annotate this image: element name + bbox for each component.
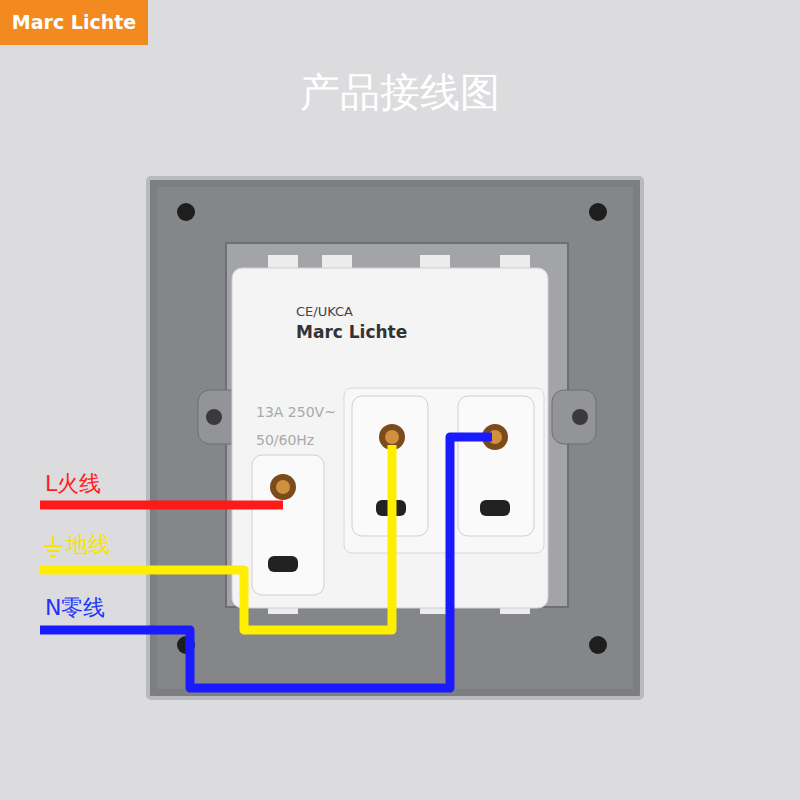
screw-slot <box>480 500 510 516</box>
terminal-block <box>458 396 534 536</box>
screw-slot <box>268 556 298 572</box>
tab-hole <box>206 409 222 425</box>
terminal-screw <box>276 480 290 494</box>
wire-label: L火线 <box>45 472 101 496</box>
screw-hole <box>589 636 607 654</box>
wire-label: 地线 <box>66 533 110 557</box>
title: 产品接线图 <box>0 68 800 116</box>
side-tab <box>552 390 596 444</box>
tab-hole <box>572 409 588 425</box>
brand-logo: Marc Lichte <box>0 0 148 45</box>
brand-name: Marc Lichte <box>12 11 136 34</box>
terminal-screw <box>385 430 399 444</box>
neutral-wire <box>40 437 492 688</box>
screw-hole <box>589 203 607 221</box>
wire-label: N零线 <box>45 596 105 620</box>
recess <box>226 243 568 607</box>
screw-hole <box>177 203 195 221</box>
terminal-hole <box>270 474 296 500</box>
socket-module: CE/UKCA Marc Lichte 13A 250V~ 50/60Hz <box>232 268 548 608</box>
rating-text: 13A 250V~ 50/60Hz <box>256 398 348 454</box>
certification-mark: CE/UKCA <box>296 304 353 320</box>
terminal-housing <box>344 388 544 553</box>
brand-name: Marc Lichte <box>296 322 407 342</box>
earth-wire <box>40 445 392 630</box>
live-wire <box>40 501 283 510</box>
terminal-block <box>252 455 324 595</box>
ground-symbol <box>44 536 62 556</box>
